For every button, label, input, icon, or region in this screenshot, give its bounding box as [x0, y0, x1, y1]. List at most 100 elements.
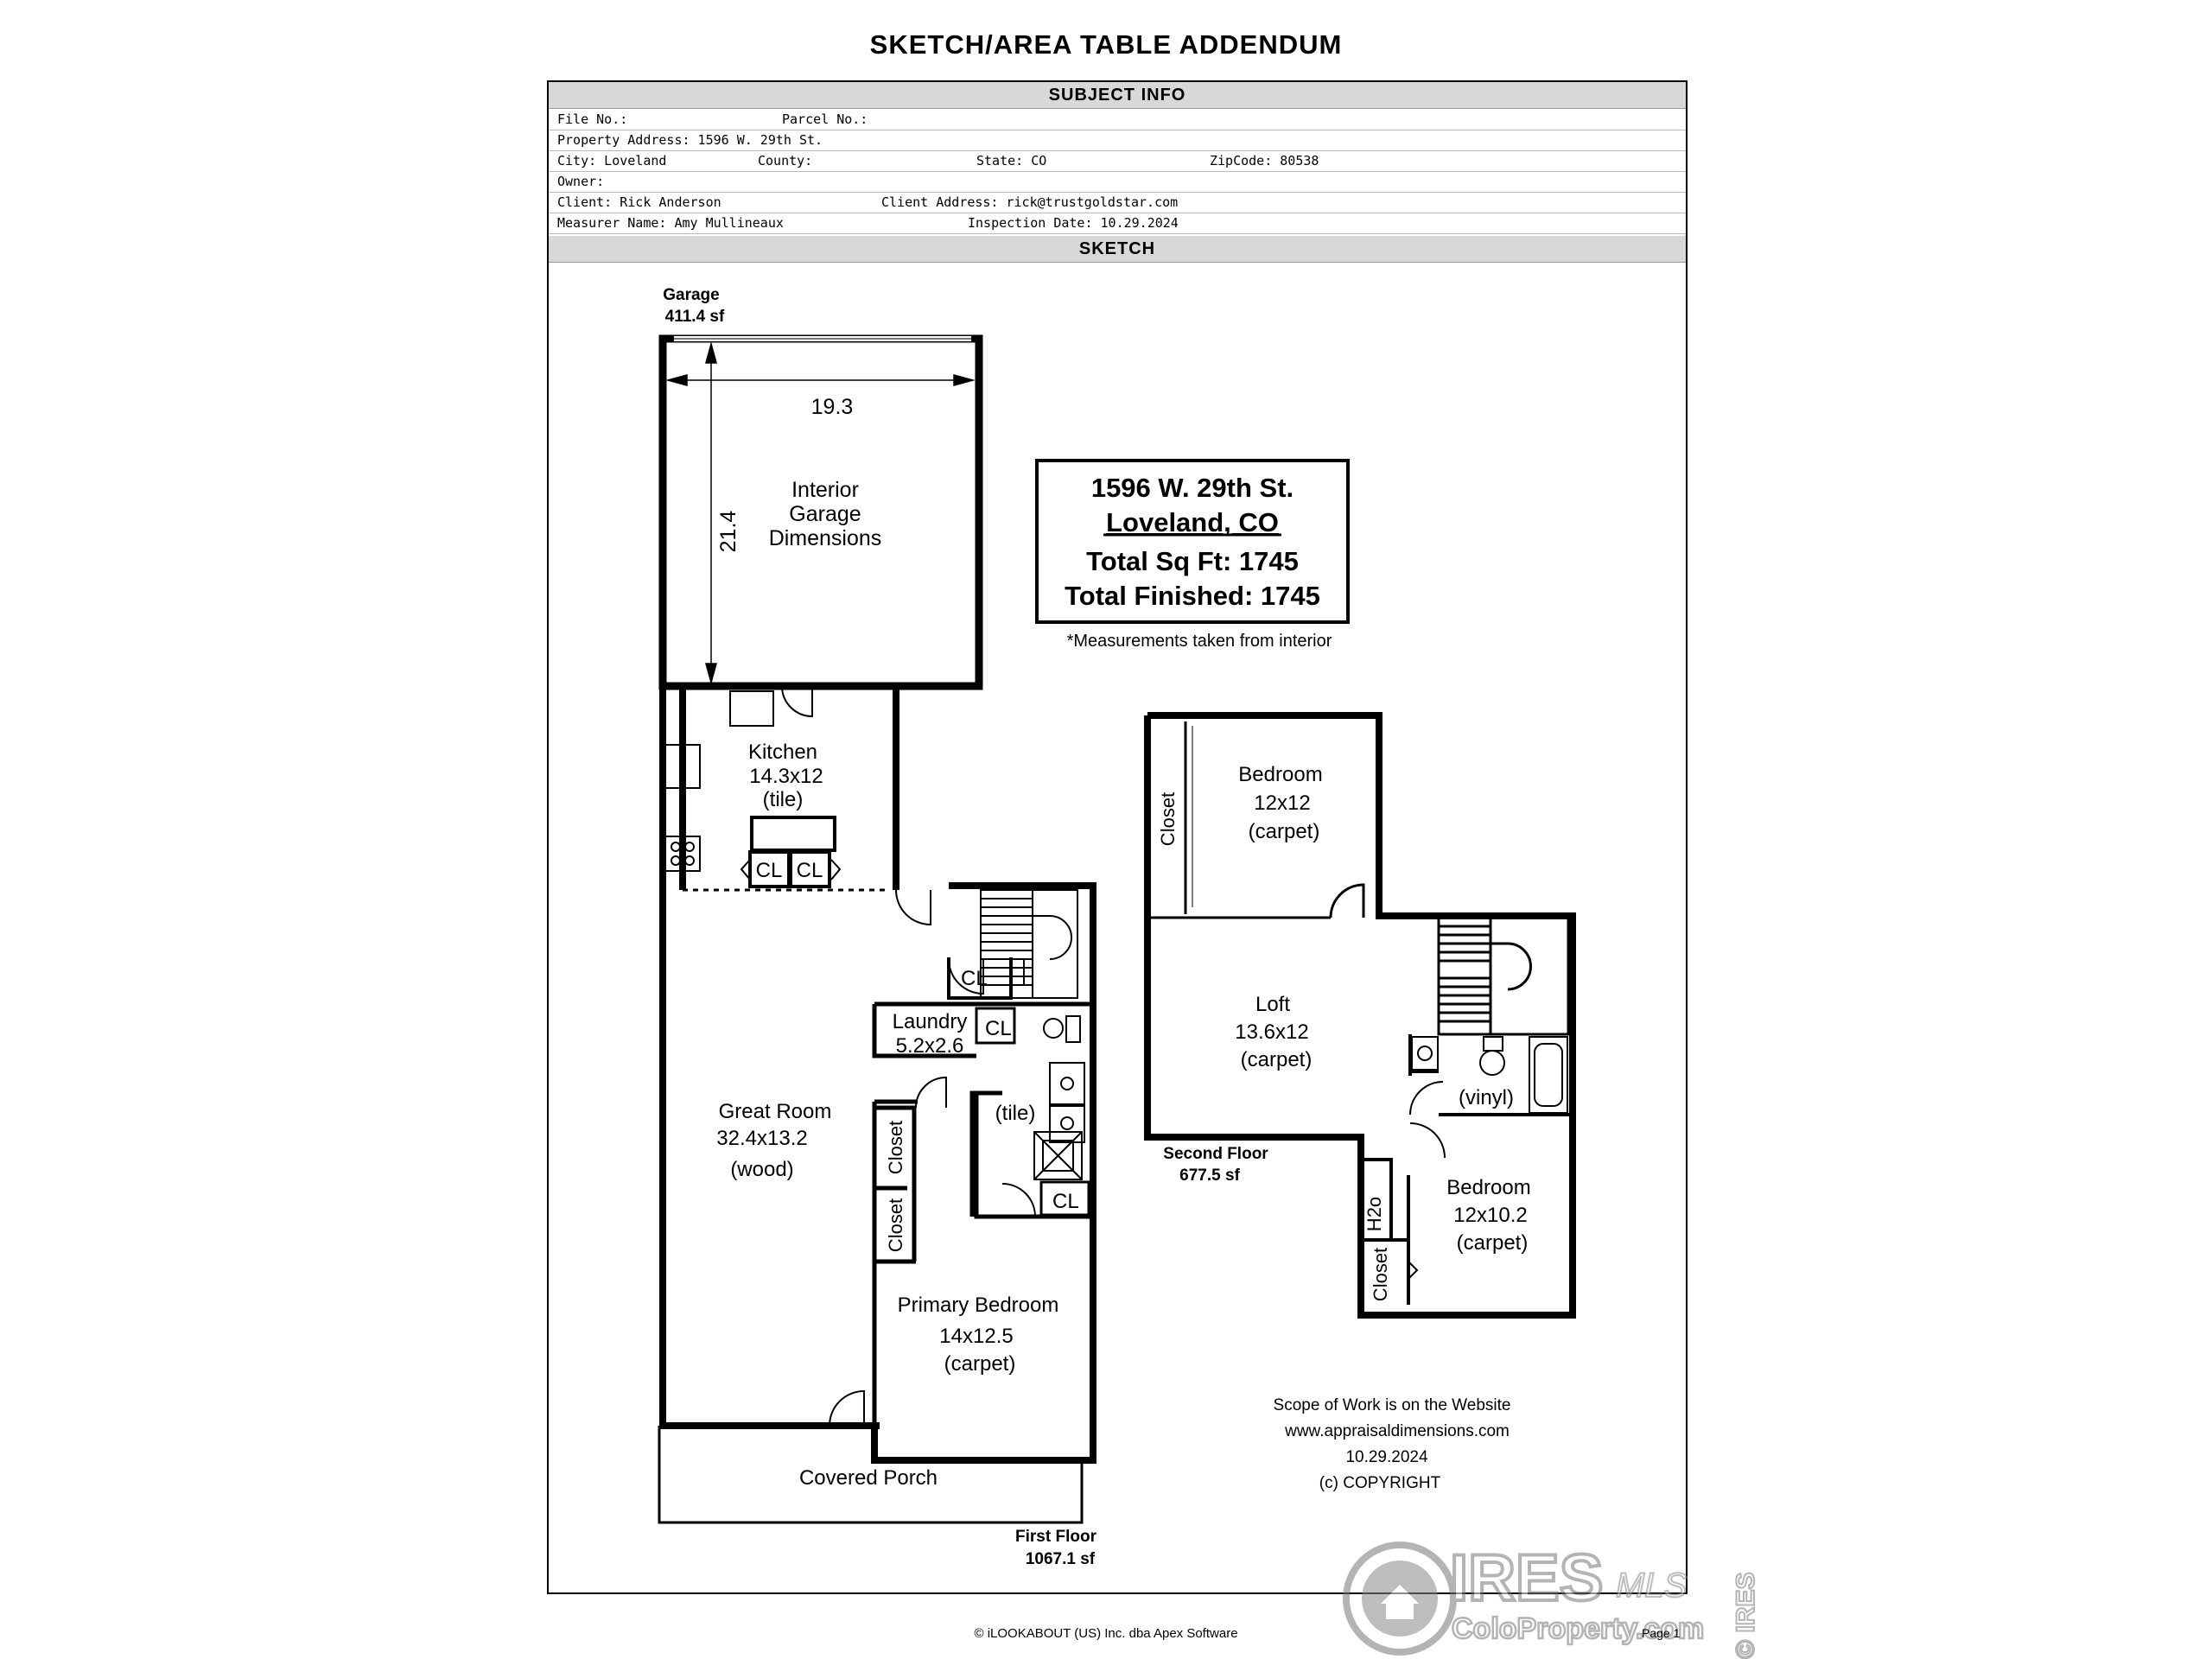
inspection-date: Inspection Date: 10.29.2024 [968, 215, 1179, 231]
info-row-owner: Owner: [549, 171, 1686, 193]
bedroom2-size: 12x10.2 [1453, 1204, 1527, 1227]
subject-info-header: SUBJECT INFO [549, 82, 1686, 109]
kitchen-cl-2: CL [797, 859, 823, 882]
bath-floor: (tile) [995, 1102, 1036, 1125]
garage-depth: 21.4 [716, 511, 741, 553]
loft-size: 13.6x12 [1235, 1020, 1308, 1044]
bath-closet [1039, 1180, 1090, 1217]
bedroom1-name: Bedroom [1238, 763, 1322, 786]
zipcode: ZipCode: 80538 [1210, 153, 1319, 168]
great-room-name: Great Room [719, 1100, 832, 1123]
first-floor-area: 1067.1 sf [1026, 1550, 1096, 1568]
footer-page-number: Page 1 [1642, 1626, 1681, 1640]
ires-watermark: IRES MLS ColoProperty.com © IRES [1343, 1540, 1761, 1659]
kitchen-fixtures [664, 690, 842, 888]
bedroom2-h2o: H2o [1363, 1197, 1385, 1231]
bedroom2-name: Bedroom [1446, 1176, 1530, 1199]
addendum-frame: SUBJECT INFO File No.: Parcel No.: Prope… [547, 80, 1688, 1594]
footer-copyright: © iLOOKABOUT (US) Inc. dba Apex Software [974, 1626, 1238, 1641]
garage-note-3: Dimensions [769, 526, 882, 550]
second-floor-walls [1144, 712, 1576, 1319]
kitchen-size: 14.3x12 [749, 765, 823, 788]
first-floor-walls [659, 683, 1096, 1464]
summary-total-sqft: Total Sq Ft: 1745 [1086, 546, 1299, 576]
laundry-walls [872, 1001, 1093, 1058]
bath-closet-cl: CL [1052, 1190, 1079, 1213]
scope-line-1: Scope of Work is on the Website [1274, 1396, 1511, 1414]
primary-closet-1: Closet [885, 1121, 906, 1174]
covered-porch-outline [658, 1426, 1084, 1524]
scope-line-2: www.appraisaldimensions.com [1284, 1422, 1510, 1440]
parcel-no: Parcel No.: [782, 111, 868, 127]
watermark-ring [1343, 1541, 1457, 1656]
first-floor-stairs [980, 889, 1078, 999]
kitchen-name: Kitchen [748, 741, 817, 764]
stair-closet-cl: CL [961, 967, 988, 990]
great-room-size: 32.4x13.2 [716, 1127, 807, 1150]
file-no: File No.: [557, 111, 628, 127]
second-floor-bath [1408, 1034, 1573, 1116]
primary-bedroom-floor: (carpet) [944, 1352, 1016, 1376]
second-floor-bath-fixtures [1409, 1036, 1568, 1159]
measurer: Measurer Name: Amy Mullineaux [557, 215, 784, 231]
house-icon [1381, 1585, 1419, 1619]
watermark-site: ColoProperty.com [1452, 1612, 1704, 1645]
garage-width: 19.3 [811, 395, 854, 419]
covered-porch-label: Covered Porch [799, 1466, 938, 1490]
info-row-measurer: Measurer Name: Amy Mullineaux Inspection… [549, 213, 1686, 234]
bedroom2-floor: (carpet) [1457, 1231, 1529, 1255]
bedroom1-floor: (carpet) [1249, 820, 1320, 843]
city: City: Loveland [557, 153, 667, 168]
property-address: Property Address: 1596 W. 29th St. [557, 132, 823, 148]
scope-line-3: 10.29.2024 [1345, 1448, 1428, 1466]
loft-floor: (carpet) [1241, 1048, 1313, 1071]
second-floor-interior [1147, 721, 1570, 1036]
info-row-address: Property Address: 1596 W. 29th St. [549, 130, 1686, 151]
stair-closet [947, 957, 1013, 1000]
watermark-brand: IRES [1450, 1541, 1603, 1615]
state: State: CO [976, 153, 1047, 168]
info-row-city: City: Loveland County: State: CO ZipCode… [549, 150, 1686, 172]
great-room-floor: (wood) [730, 1158, 793, 1181]
primary-bedroom-name: Primary Bedroom [898, 1294, 1059, 1317]
second-floor-area: 677.5 sf [1179, 1166, 1240, 1185]
client: Client: Rick Anderson [557, 194, 721, 210]
garage-dimension-lines [665, 341, 976, 685]
watermark-side: © IRES [1732, 1573, 1760, 1659]
laundry-name: Laundry [893, 1010, 968, 1033]
measurement-note: *Measurements taken from interior [1067, 632, 1332, 651]
sketch-header: SKETCH [549, 236, 1686, 263]
garage-note-1: Interior [791, 478, 859, 502]
primary-closet-2: Closet [885, 1198, 906, 1252]
kitchen-cl-1: CL [756, 859, 783, 882]
watermark-mls: MLS [1616, 1567, 1688, 1605]
summary-city: Loveland, CO [1106, 507, 1279, 537]
bedroom2-closet: Closet [1370, 1248, 1391, 1301]
garage-note-2: Garage [789, 502, 861, 526]
kitchen-floor: (tile) [763, 788, 804, 811]
bedroom1-size: 12x12 [1254, 791, 1310, 815]
first-floor-label: First Floor [1015, 1528, 1097, 1546]
owner: Owner: [557, 174, 605, 189]
second-bath-floor: (vinyl) [1459, 1086, 1514, 1109]
document-title: SKETCH/AREA TABLE ADDENDUM [869, 29, 1343, 60]
front-door-swing [829, 1389, 865, 1427]
summary-box [1035, 459, 1350, 624]
primary-bedroom-size: 14x12.5 [939, 1325, 1013, 1348]
loft-name: Loft [1255, 993, 1290, 1016]
client-address: Client Address: rick@trustgoldstar.com [881, 194, 1179, 210]
scope-line-4: (c) COPYRIGHT [1319, 1474, 1441, 1492]
bedroom2-closets [1361, 1158, 1419, 1305]
laundry-bath-fixtures [1043, 1015, 1085, 1143]
bedroom1-closet: Closet [1157, 792, 1179, 846]
second-floor-label: Second Floor [1163, 1145, 1268, 1163]
bath-shower-and-swing [913, 1123, 1083, 1244]
laundry-size: 5.2x2.6 [896, 1034, 964, 1058]
summary-total-finished: Total Finished: 1745 [1065, 581, 1320, 611]
summary-address: 1596 W. 29th St. [1091, 473, 1294, 503]
county: County: [758, 153, 813, 168]
laundry-cl: CL [985, 1017, 1012, 1040]
garage-label: Garage [663, 286, 719, 304]
info-row-client: Client: Rick Anderson Client Address: ri… [549, 192, 1686, 213]
